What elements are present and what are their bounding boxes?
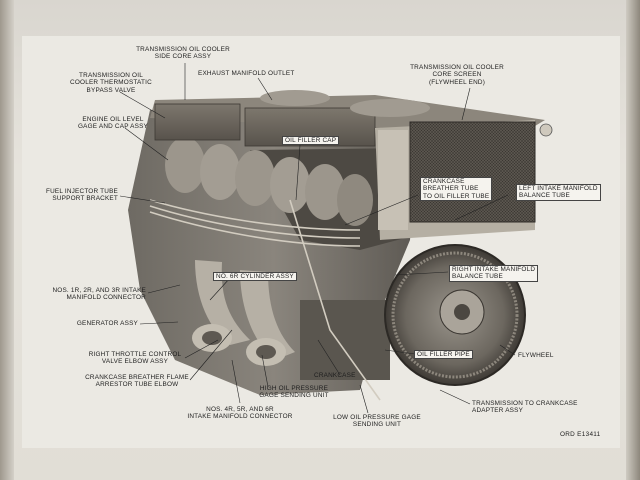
leader-lines [119, 63, 516, 414]
label-trans-adapter: TRANSMISSION TO CRANKCASE ADAPTER ASSY [472, 400, 578, 415]
intake-manifolds [192, 260, 295, 366]
label-flame-arrestor: CRANKCASE BREATHER FLAME ARRESTOR TUBE E… [85, 374, 189, 389]
label-flywheel: FLYWHEEL [518, 352, 554, 359]
label-trans-core-screen: TRANSMISSION OIL COOLER CORE SCREEN (FLY… [410, 64, 504, 86]
label-fuel-injector-tube: FUEL INJECTOR TUBE SUPPORT BRACKET [45, 188, 118, 203]
label-no-6r-cylinder: NO. 6R CYLINDER ASSY [213, 272, 297, 282]
label-intake-connector-123: NOS. 1R, 2R, AND 3R INTAKE MANIFOLD CONN… [52, 287, 146, 302]
page-outer-edge [626, 0, 640, 480]
label-exhaust-outlet: EXHAUST MANIFOLD OUTLET [198, 70, 295, 77]
figure-id: ORD E13411 [560, 431, 601, 438]
label-oil-filler-pipe: OIL FILLER PIPE [414, 350, 473, 360]
label-intake-connector-456: NOS. 4R, 5R, AND 6R INTAKE MANIFOLD CONN… [187, 406, 293, 421]
cylinder-bank [165, 137, 373, 226]
label-low-oil-pressure: LOW OIL PRESSURE GAGE SENDING UNIT [333, 414, 421, 429]
label-trans-side-core: TRANSMISSION OIL COOLER SIDE CORE ASSY [136, 46, 230, 61]
label-right-intake-balance: RIGHT INTAKE MANIFOLD BALANCE TUBE [449, 265, 539, 282]
label-left-intake-balance: LEFT INTAKE MANIFOLD BALANCE TUBE [516, 184, 601, 201]
label-crankcase: CRANKCASE [314, 372, 356, 379]
label-oil-filler-cap: OIL FILLER CAP [282, 136, 340, 146]
label-generator-assy: GENERATOR ASSY [76, 320, 138, 327]
label-throttle-elbow: RIGHT THROTTLE CONTROL VALVE ELBOW ASSY [88, 351, 182, 366]
label-trans-bypass-valve: TRANSMISSION OIL COOLER THERMOSTATIC BYP… [70, 72, 152, 94]
label-oil-level-gage: ENGINE OIL LEVEL GAGE AND CAP ASSY [77, 116, 149, 131]
label-high-oil-pressure: HIGH OIL PRESSURE GAGE SENDING UNIT [259, 385, 329, 400]
label-crankcase-breather: CRANKCASE BREATHER TUBE TO OIL FILLER TU… [420, 177, 493, 202]
fuel-tubes [149, 199, 381, 401]
page-binding-edge [0, 0, 14, 480]
